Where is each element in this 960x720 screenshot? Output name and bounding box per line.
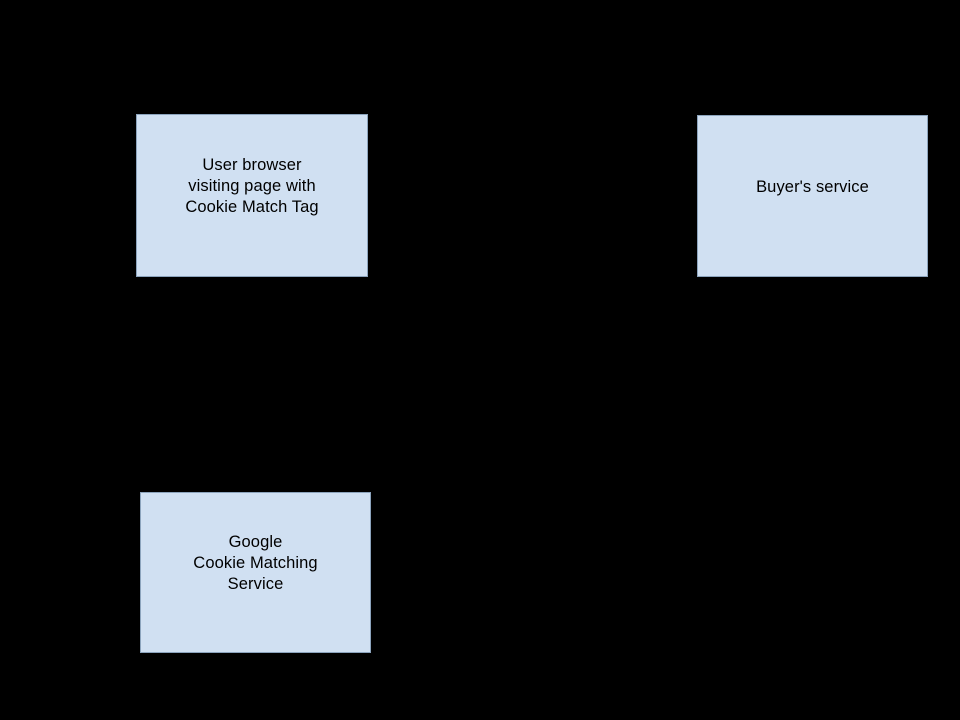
diagram-node-google-cookie-matching-service-label: Google Cookie Matching Service (193, 533, 318, 593)
diagram-node-buyers-service[interactable]: Buyer's service (697, 115, 928, 277)
diagram-node-user-browser-label: User browser visiting page with Cookie M… (185, 156, 319, 216)
diagram-node-user-browser[interactable]: User browser visiting page with Cookie M… (136, 114, 368, 277)
diagram-node-buyers-service-label: Buyer's service (756, 177, 869, 196)
diagram-node-google-cookie-matching-service[interactable]: Google Cookie Matching Service (140, 492, 371, 653)
